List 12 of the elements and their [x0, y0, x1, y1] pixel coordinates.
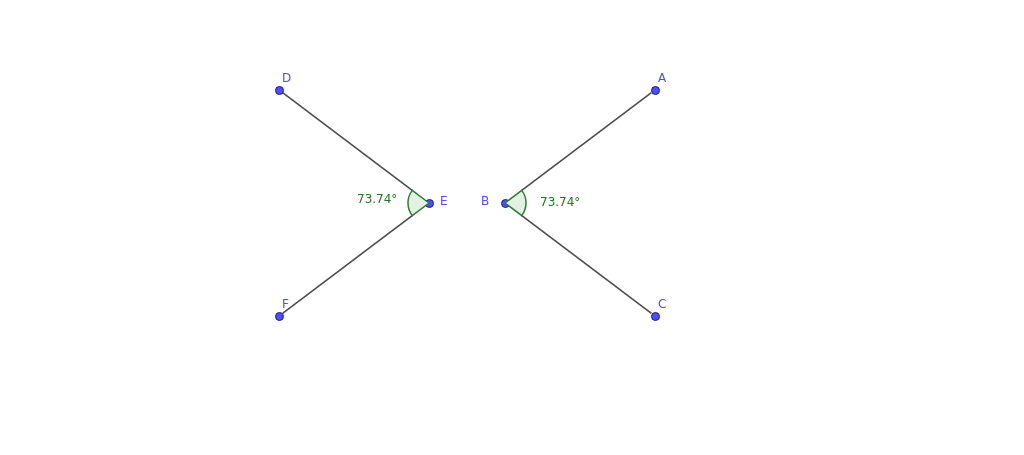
line-segment	[281, 91, 414, 192]
point-label: C	[658, 297, 667, 311]
line-segment	[281, 214, 414, 315]
point-label: D	[282, 71, 292, 85]
line-segment	[520, 214, 653, 315]
angle-label: 73.74°	[540, 195, 581, 209]
line-segment	[520, 91, 653, 192]
point-label: F	[282, 297, 289, 311]
point-label: A	[658, 71, 667, 85]
point-label: B	[481, 194, 490, 208]
angle-label: 73.74°	[357, 192, 398, 206]
point-label: E	[440, 194, 448, 208]
